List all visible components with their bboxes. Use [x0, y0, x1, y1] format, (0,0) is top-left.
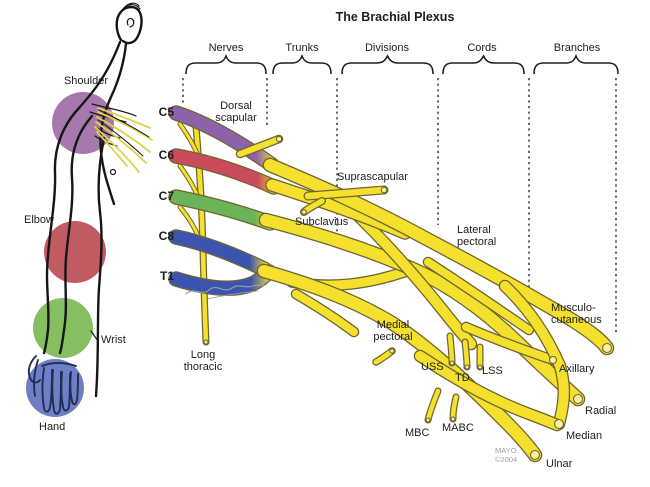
label-shoulder: Shoulder	[63, 75, 109, 87]
median-band	[500, 281, 569, 429]
wrist-pointer-line	[90, 330, 99, 342]
label-td: TD	[455, 372, 470, 384]
label-root-c8: C8	[158, 229, 174, 243]
label-musculocutaneous: Musculo-cutaneous	[551, 302, 602, 327]
suprascapular-band	[304, 186, 388, 200]
uss-band	[447, 333, 455, 366]
label-axillary: Axillary	[559, 363, 595, 375]
label-ulnar: Ulnar	[546, 458, 573, 470]
watermark-line2: ©2004	[495, 454, 518, 464]
td-band	[462, 339, 470, 370]
label-wrist: Wrist	[101, 334, 126, 346]
label-lss: LSS	[482, 365, 503, 377]
column-braces	[185, 53, 619, 75]
label-hand: Hand	[39, 421, 66, 433]
watermark-line1: MAYO	[495, 446, 517, 455]
artist-signature	[185, 284, 267, 300]
wrist-region-circle	[33, 298, 93, 358]
c6-root-band	[169, 149, 281, 194]
dashed-dividers	[182, 78, 617, 333]
label-subclavius: Subclavius	[295, 216, 349, 228]
axillary-band	[462, 323, 557, 364]
plexus-bands	[168, 105, 615, 463]
watermark: MAYO ©2004	[495, 446, 518, 464]
inferior-trunk-ulnar-band	[258, 265, 541, 461]
label-long-thoracic: Long thoracic	[183, 349, 223, 374]
label-medial-pectoral: Medial pectoral	[373, 319, 413, 344]
label-root-t1: T1	[159, 269, 174, 283]
label-median: Median	[566, 430, 603, 442]
label-mabc: MABC	[442, 422, 474, 434]
hand-line-art	[27, 355, 79, 415]
elbow-region-circle	[44, 221, 106, 283]
label-uss: USS	[421, 361, 444, 373]
label-suprascapular: Suprascapular	[337, 171, 408, 183]
label-mbc: MBC	[405, 427, 430, 439]
dorsal-scapular-band	[237, 136, 282, 157]
column-header-cords: Cords	[467, 42, 497, 54]
label-root-c7: C7	[158, 189, 174, 203]
c8-root-band	[169, 230, 271, 276]
page-title: The Brachial Plexus	[335, 10, 455, 24]
column-header-nerves: Nerves	[208, 42, 244, 54]
label-radial: Radial	[585, 405, 617, 417]
column-header-trunks: Trunks	[285, 42, 319, 54]
column-header-divisions: Divisions	[364, 42, 409, 54]
shoulder-region-circle	[52, 92, 114, 154]
arm-figure	[27, 2, 153, 415]
column-header-branches: Branches	[553, 42, 601, 54]
c5-root-band	[169, 106, 279, 172]
nerve-end-caps	[203, 135, 613, 461]
label-elbow: Elbow	[24, 214, 54, 226]
label-dorsal-scapular: Dorsal scapular	[215, 100, 257, 125]
region-circles	[26, 92, 114, 417]
shoulder-nerve-strands	[94, 107, 153, 173]
label-root-c5: C5	[158, 105, 174, 119]
label-lateral-pectoral: Lateral pectoral	[457, 224, 497, 249]
middle-trunk-radial-band	[260, 214, 584, 405]
label-root-c6: C6	[158, 148, 174, 162]
